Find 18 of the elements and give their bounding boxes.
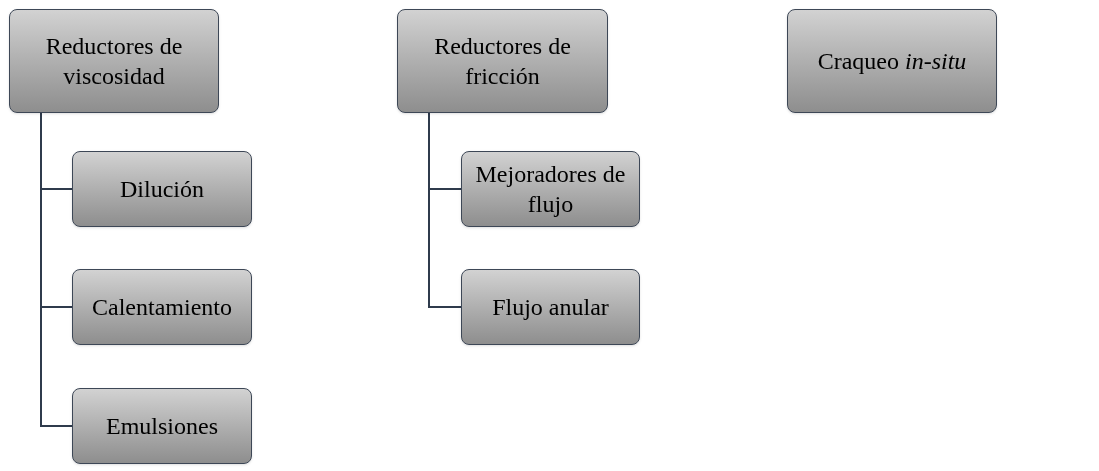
box-label: Dilución: [120, 175, 204, 204]
category-box: [397, 9, 608, 113]
category-box: [72, 151, 252, 227]
box-label: Flujo anular: [492, 293, 609, 322]
box-label: Reductores de fricción: [433, 32, 572, 91]
category-box: [72, 388, 252, 464]
box-label: Emulsiones: [106, 412, 218, 441]
category-box: [72, 269, 252, 345]
category-box: [9, 9, 219, 113]
box-label: Calentamiento: [92, 293, 232, 322]
box-label: Mejoradores de flujo: [474, 160, 627, 219]
category-box: [461, 269, 640, 345]
connector-line: [428, 112, 462, 308]
category-box: [787, 9, 997, 113]
category-box: [461, 151, 640, 227]
box-label: Craqueo in-situ: [817, 47, 967, 76]
connector-line: [40, 112, 73, 427]
box-label: Reductores de viscosidad: [44, 32, 184, 91]
